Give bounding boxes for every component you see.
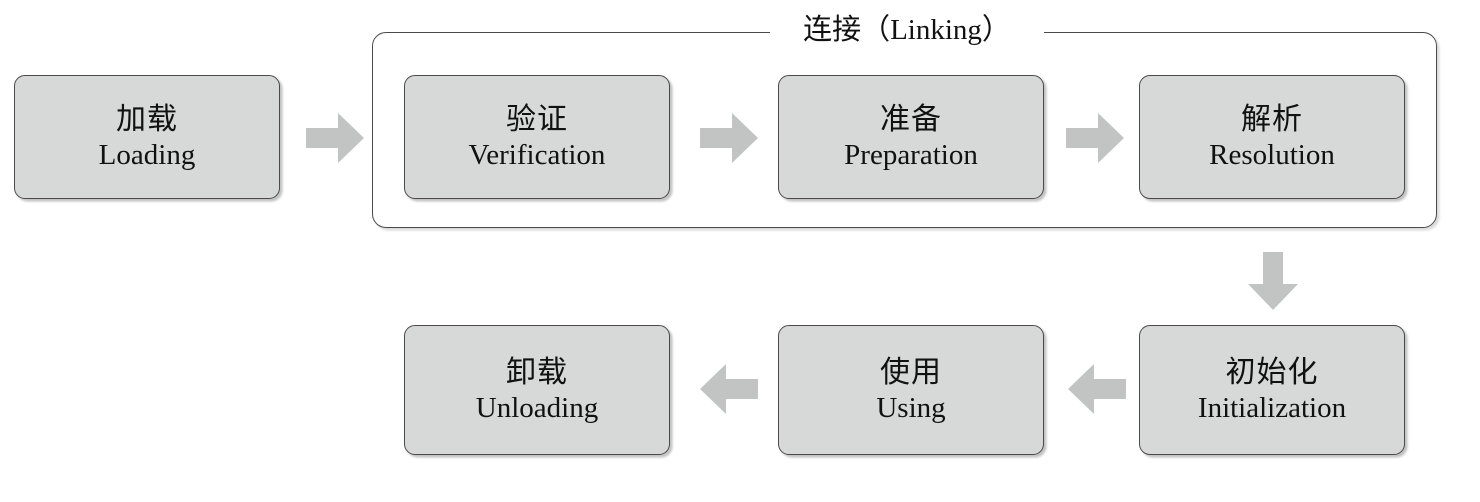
node-initialization-cn: 初始化 [1225,355,1319,389]
arrow-loading-to-verification [306,113,364,163]
linking-group-label: 连接（Linking） [770,16,1044,45]
node-unloading[interactable]: 卸载 Unloading [404,325,670,455]
node-loading-cn: 加载 [116,102,178,136]
node-resolution-cn: 解析 [1241,102,1303,136]
node-verification[interactable]: 验证 Verification [404,75,670,199]
arrow-initialization-to-using [1068,364,1126,414]
node-using-cn: 使用 [880,355,942,389]
node-initialization-en: Initialization [1197,391,1347,424]
node-preparation[interactable]: 准备 Preparation [778,75,1044,199]
arrow-preparation-to-resolution [1066,113,1124,163]
node-preparation-cn: 准备 [880,102,942,136]
node-preparation-en: Preparation [844,138,978,171]
node-verification-en: Verification [468,138,606,171]
node-loading-en: Loading [98,138,196,171]
node-using-en: Using [876,391,946,424]
arrow-using-to-unloading [700,364,758,414]
arrow-verification-to-preparation [700,113,758,163]
node-resolution[interactable]: 解析 Resolution [1139,75,1405,199]
node-verification-cn: 验证 [506,102,568,136]
node-unloading-cn: 卸载 [506,355,568,389]
node-resolution-en: Resolution [1209,138,1335,171]
node-using[interactable]: 使用 Using [778,325,1044,455]
node-initialization[interactable]: 初始化 Initialization [1139,325,1405,455]
arrow-linking-to-initialization [1248,252,1298,310]
node-unloading-en: Unloading [475,391,599,424]
node-loading[interactable]: 加载 Loading [14,75,280,199]
